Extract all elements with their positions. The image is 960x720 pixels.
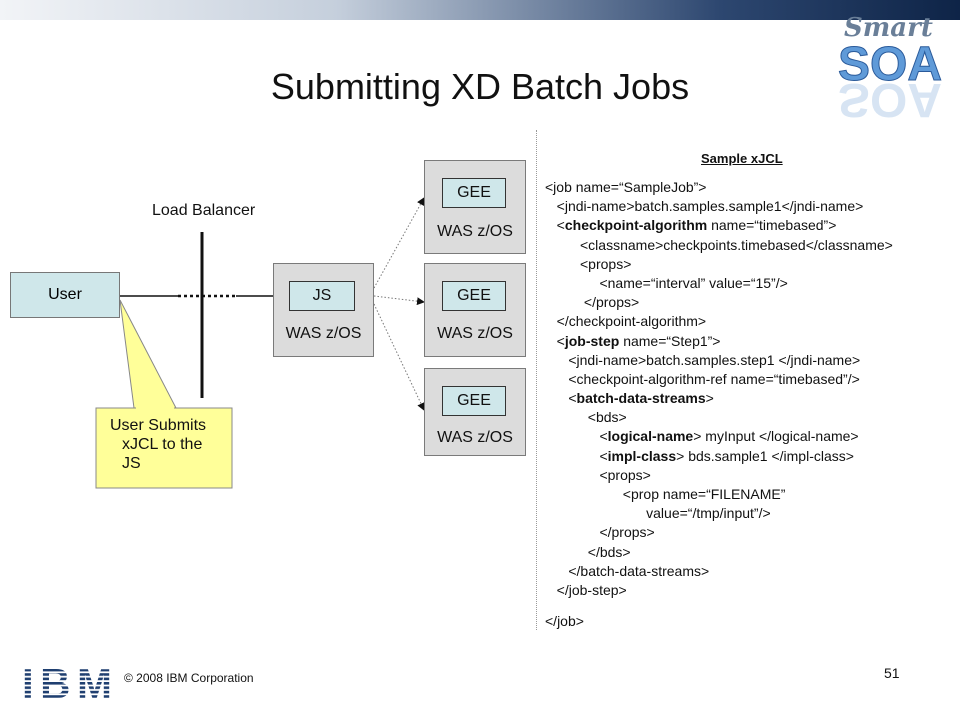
- xjcl-line: <jndi-name>batch.samples.step1 </jndi-na…: [545, 351, 893, 370]
- xjcl-text: <classname>checkpoints.timebased</classn…: [545, 236, 893, 253]
- xjcl-text: <jndi-name>batch.samples.step1 </jndi-na…: [545, 351, 861, 368]
- gee-server-box-2: GEE WAS z/OS: [424, 263, 526, 357]
- gee-server-box-1: GEE WAS z/OS: [424, 160, 526, 254]
- js-to-gee-middle: [373, 295, 425, 306]
- xjcl-line: <prop name=“FILENAME”: [545, 485, 893, 504]
- js-node: JS: [289, 281, 355, 311]
- xjcl-line: </checkpoint-algorithm>: [545, 312, 893, 331]
- gee-server-box-3: GEE WAS z/OS: [424, 368, 526, 456]
- xjcl-line: </props>: [545, 523, 893, 542]
- xjcl-text: <props>: [545, 255, 632, 272]
- xjcl-text: </bds>: [545, 543, 631, 560]
- xjcl-line: </batch-data-streams>: [545, 562, 893, 581]
- xjcl-line: <bds>: [545, 408, 893, 427]
- xjcl-text: > bds.sample1 </impl-class>: [676, 447, 854, 464]
- xjcl-text: <: [545, 447, 608, 464]
- xjcl-text: <prop name=“FILENAME”: [545, 486, 786, 502]
- xjcl-line: value=“/tmp/input”/>: [545, 504, 893, 523]
- js-was-label: WAS z/OS: [285, 325, 362, 342]
- page-title: Submitting XD Batch Jobs: [270, 66, 690, 107]
- xjcl-line: </bds>: [545, 543, 893, 562]
- divider-line: [536, 130, 537, 630]
- ibm-logo-text: IBM: [22, 660, 112, 704]
- xjcl-line: </props>: [545, 293, 893, 312]
- xjcl-line: <classname>checkpoints.timebased</classn…: [545, 236, 893, 255]
- xjcl-line: <job name=“SampleJob”>: [545, 178, 893, 197]
- xjcl-line: [545, 600, 893, 612]
- top-banner: [0, 0, 960, 20]
- xjcl-text: <jndi-name>batch.samples.sample1</jndi-n…: [545, 198, 864, 215]
- xjcl-text: <: [545, 332, 565, 349]
- xjcl-text: name=“timebased”>: [707, 217, 837, 234]
- gee-node-3: GEE: [442, 386, 506, 416]
- xjcl-keyword: batch-data-streams: [576, 390, 706, 407]
- gee-was-label-1: WAS z/OS: [437, 223, 513, 240]
- xjcl-text: </checkpoint-algorithm>: [545, 313, 707, 330]
- xjcl-text: <job name=“SampleJob”>: [545, 179, 707, 195]
- js-server-box: JS WAS z/OS: [273, 263, 374, 357]
- gee-node-2: GEE: [442, 281, 506, 311]
- xjcl-keyword: logical-name: [607, 428, 694, 445]
- xjcl-text: <checkpoint-algorithm-ref name=“timebase…: [545, 370, 860, 387]
- logo-soa-text: SOA: [838, 38, 942, 91]
- xjcl-line: <checkpoint-algorithm name=“timebased”>: [545, 216, 893, 235]
- xjcl-text: > myInput </logical-name>: [693, 428, 859, 445]
- callout-line-2: xJCL to the: [122, 436, 203, 453]
- copyright: © 2008 IBM Corporation: [124, 671, 254, 685]
- callout-text: User Submits xJCL to the JS: [98, 416, 230, 473]
- xjcl-line: <props>: [545, 466, 893, 485]
- xjcl-line: <batch-data-streams>: [545, 389, 893, 408]
- xjcl-keyword: job-step: [564, 332, 620, 349]
- xjcl-text: <: [545, 390, 577, 407]
- callout-pointer: [119, 299, 177, 409]
- xjcl-text: <name=“interval” value=“15”/>: [545, 274, 788, 291]
- xjcl-text: </job>: [545, 613, 584, 630]
- gee-node-1: GEE: [442, 178, 506, 208]
- gee-was-label-3: WAS z/OS: [437, 429, 513, 446]
- page-number: 51: [884, 665, 900, 681]
- js-to-gee-bottom: [373, 303, 425, 411]
- js-to-gee-top: [373, 197, 425, 289]
- xjcl-line: <props>: [545, 255, 893, 274]
- smart-soa-logo: Smart SOA SOA: [838, 13, 943, 124]
- callout-line-1: User Submits: [110, 417, 207, 434]
- xjcl-line: <job-step name=“Step1”>: [545, 332, 893, 351]
- xjcl-line: </job-step>: [545, 581, 893, 600]
- xjcl-text: <props>: [545, 466, 651, 483]
- xjcl-keyword: checkpoint-algorithm: [564, 217, 708, 234]
- xjcl-text: </props>: [545, 294, 640, 311]
- logo-soa-reflection: SOA: [838, 73, 942, 124]
- gee-was-label-2: WAS z/OS: [437, 325, 513, 342]
- sample-heading: Sample xJCL: [701, 151, 783, 166]
- xjcl-line: <checkpoint-algorithm-ref name=“timebase…: [545, 370, 893, 389]
- xjcl-line: <logical-name> myInput </logical-name>: [545, 427, 893, 446]
- load-balancer-label: Load Balancer: [152, 202, 256, 219]
- xjcl-text: </batch-data-streams>: [545, 562, 710, 579]
- xjcl-text: name=“Step1”>: [619, 332, 721, 349]
- xjcl-keyword: impl-class: [607, 447, 677, 464]
- user-box: User: [10, 272, 120, 318]
- xjcl-text: </props>: [545, 524, 655, 541]
- logo-smart-text: Smart: [844, 13, 933, 43]
- xjcl-code-block: <job name=“SampleJob”> <jndi-name>batch.…: [545, 178, 893, 631]
- xjcl-text: value=“/tmp/input”/>: [545, 505, 771, 522]
- xjcl-text: <: [545, 428, 608, 445]
- xjcl-text: <: [545, 217, 565, 234]
- xjcl-line: </job>: [545, 612, 893, 631]
- xjcl-text: <bds>: [545, 409, 627, 426]
- xjcl-line: <name=“interval” value=“15”/>: [545, 274, 893, 293]
- xjcl-line: <jndi-name>batch.samples.sample1</jndi-n…: [545, 197, 893, 216]
- ibm-logo: IBM: [22, 660, 112, 704]
- xjcl-line: <impl-class> bds.sample1 </impl-class>: [545, 447, 893, 466]
- callout-line-3: JS: [122, 455, 141, 472]
- xjcl-text: >: [705, 390, 714, 407]
- xjcl-text: </job-step>: [545, 581, 627, 598]
